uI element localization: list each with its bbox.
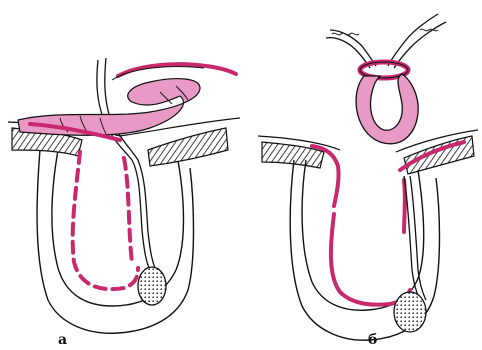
panel-a-hernia-sac-upper	[118, 64, 236, 76]
panel-b-illustration	[258, 14, 478, 340]
panel-b-cord-right-top	[388, 14, 438, 66]
panel-b-cord-squiggle	[332, 29, 438, 35]
panel-label-b: б	[368, 332, 377, 348]
panel-b-excised-sac	[356, 74, 418, 144]
panel-a-abdominal-wall-right	[148, 128, 228, 166]
panel-a-dashed-sac-right	[124, 158, 132, 262]
panel-b-sac-line-bottom	[331, 214, 410, 305]
panel-a-testis	[138, 267, 166, 305]
panel-a-illustration	[8, 58, 240, 333]
panel-a-hernia-sac-upper-ink	[112, 67, 204, 81]
panel-b-testis	[394, 292, 426, 332]
panel-b-sac-line-right	[404, 180, 405, 232]
panel-label-a: а	[58, 332, 67, 348]
